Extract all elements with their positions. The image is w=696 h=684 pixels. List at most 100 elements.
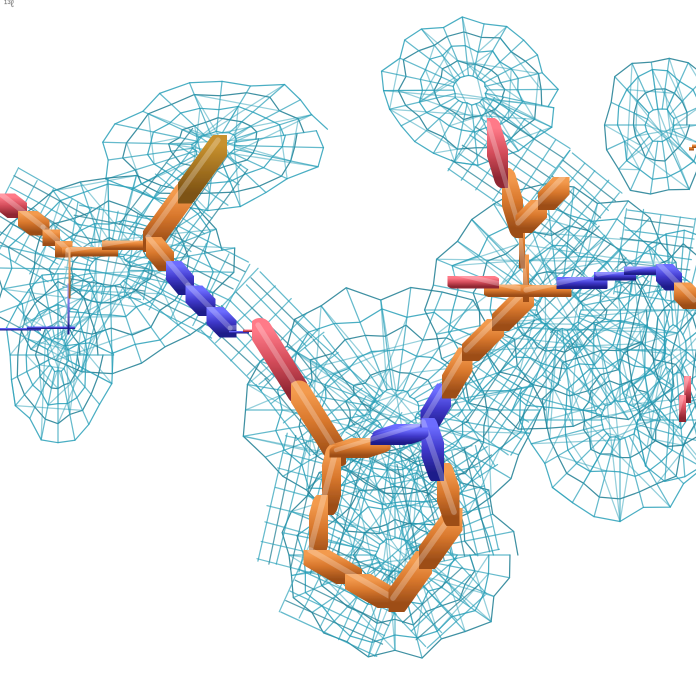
- mesh-crosslink: [584, 419, 671, 508]
- mesh-crosslink: [203, 83, 286, 136]
- mesh-crosslink: [668, 57, 688, 114]
- mesh-crosslink: [618, 168, 641, 171]
- mesh-crosslink: [687, 62, 696, 77]
- mesh-spoke: [107, 147, 193, 161]
- mesh-crosslink: [535, 73, 540, 105]
- mesh-tube-rung: [477, 343, 553, 392]
- mesh-tube-line: [344, 454, 375, 582]
- mesh-tube-line: [571, 152, 623, 194]
- mesh-tube-line: [316, 527, 415, 577]
- mesh-tube-rung: [270, 351, 339, 405]
- mesh-spoke: [631, 62, 654, 111]
- mesh-spoke: [402, 291, 443, 391]
- mesh-tube-line: [73, 214, 156, 232]
- mesh-spoke: [579, 313, 679, 334]
- mesh-crosslink: [651, 68, 663, 143]
- mesh-crosslink: [632, 124, 656, 162]
- mesh-tube-line: [415, 583, 480, 641]
- mesh-blob: [102, 80, 329, 212]
- mesh-tube-line: [614, 291, 684, 304]
- mesh-tube-line: [128, 295, 213, 339]
- mesh-tube-line: [289, 590, 386, 637]
- mesh-crosslink: [454, 161, 479, 166]
- mesh-tube-line: [312, 338, 370, 413]
- mesh-tube-line: [620, 249, 692, 261]
- mesh-spoke: [484, 72, 543, 88]
- mesh-spoke: [142, 110, 200, 139]
- mesh-crosslink: [233, 105, 239, 150]
- ring-bond-1-highlight: [307, 447, 339, 553]
- mesh-crosslink: [614, 384, 621, 402]
- mesh-tube-line: [562, 159, 616, 202]
- mesh-tube-line: [463, 447, 491, 553]
- mesh-spoke: [566, 202, 599, 292]
- mesh-crosslink: [619, 428, 636, 523]
- mesh-spoke: [228, 83, 286, 134]
- mesh-tube-rung: [447, 96, 496, 172]
- mesh-crosslink: [290, 118, 300, 162]
- mesh-spoke: [345, 287, 388, 391]
- mesh-tube-line: [245, 284, 307, 347]
- mesh-tube-rung: [457, 376, 530, 423]
- mesh-tube-line: [384, 463, 414, 572]
- mesh-crosslink: [517, 326, 554, 331]
- mesh-tube-line: [313, 539, 412, 587]
- mesh-crosslink: [388, 57, 401, 110]
- mesh-crosslink: [517, 326, 679, 334]
- mesh-tube-line: [290, 357, 346, 431]
- mesh-spoke: [673, 107, 696, 120]
- mesh-crosslink: [320, 305, 416, 418]
- mesh-crosslink: [631, 331, 696, 386]
- mesh-crosslink: [557, 455, 607, 472]
- mesh-crosslink: [181, 129, 292, 162]
- ring-bond-5: [328, 420, 430, 465]
- mesh-tube-rung: [490, 328, 561, 382]
- corner-mark: ¹³ℓ: [4, 0, 14, 10]
- mesh-tube-line: [255, 383, 311, 456]
- mesh-crosslink: [458, 554, 490, 601]
- mesh-crosslink: [589, 436, 611, 473]
- mesh-crosslink: [352, 325, 489, 387]
- mesh-crosslink: [603, 124, 642, 147]
- mesh-crosslink: [233, 148, 241, 208]
- mesh-tube-line: [362, 525, 426, 582]
- upper-oxygen-bond-segment-b: [444, 267, 503, 298]
- mesh-crosslink: [590, 322, 595, 450]
- mesh-spoke: [618, 135, 650, 170]
- mesh-crosslink: [600, 349, 621, 523]
- left-vertical-bond: [56, 243, 82, 339]
- mesh-crosslink: [626, 108, 696, 162]
- mesh-spoke: [669, 85, 696, 115]
- mesh-tube-rung: [0, 166, 20, 206]
- mesh-crosslink: [614, 399, 621, 459]
- mesh-spoke: [233, 148, 319, 168]
- mesh-crosslink: [388, 108, 536, 121]
- mesh-crosslink: [38, 364, 65, 370]
- mesh-crosslink: [291, 339, 424, 374]
- mesh-crosslink: [74, 326, 82, 376]
- mesh-crosslink: [388, 108, 459, 150]
- mesh-crosslink: [636, 100, 650, 114]
- mesh-spoke: [593, 322, 616, 402]
- mesh-crosslink: [441, 54, 474, 118]
- mesh-spoke: [400, 97, 456, 127]
- mesh-crosslink: [651, 68, 687, 138]
- mesh-tube-line: [474, 324, 546, 429]
- mesh-spoke: [551, 432, 608, 489]
- mesh-crosslink: [544, 294, 548, 429]
- mesh-crosslink: [149, 136, 181, 145]
- mesh-tube-line: [268, 435, 297, 565]
- mesh-spoke: [682, 308, 696, 336]
- mesh-tube-line: [162, 229, 246, 273]
- mesh-tube-line: [169, 221, 250, 263]
- mesh-spoke: [649, 140, 659, 195]
- mesh-crosslink: [193, 93, 281, 112]
- mesh-crosslink: [632, 269, 653, 440]
- mesh-crosslink: [516, 317, 574, 427]
- left-sidechain-bond-segment-b: [173, 133, 232, 206]
- mesh-spoke: [234, 130, 317, 143]
- stick-model: [0, 117, 696, 616]
- left-edge-nitrogen-bond-highlight: [0, 319, 69, 328]
- mesh-crosslink: [564, 433, 591, 473]
